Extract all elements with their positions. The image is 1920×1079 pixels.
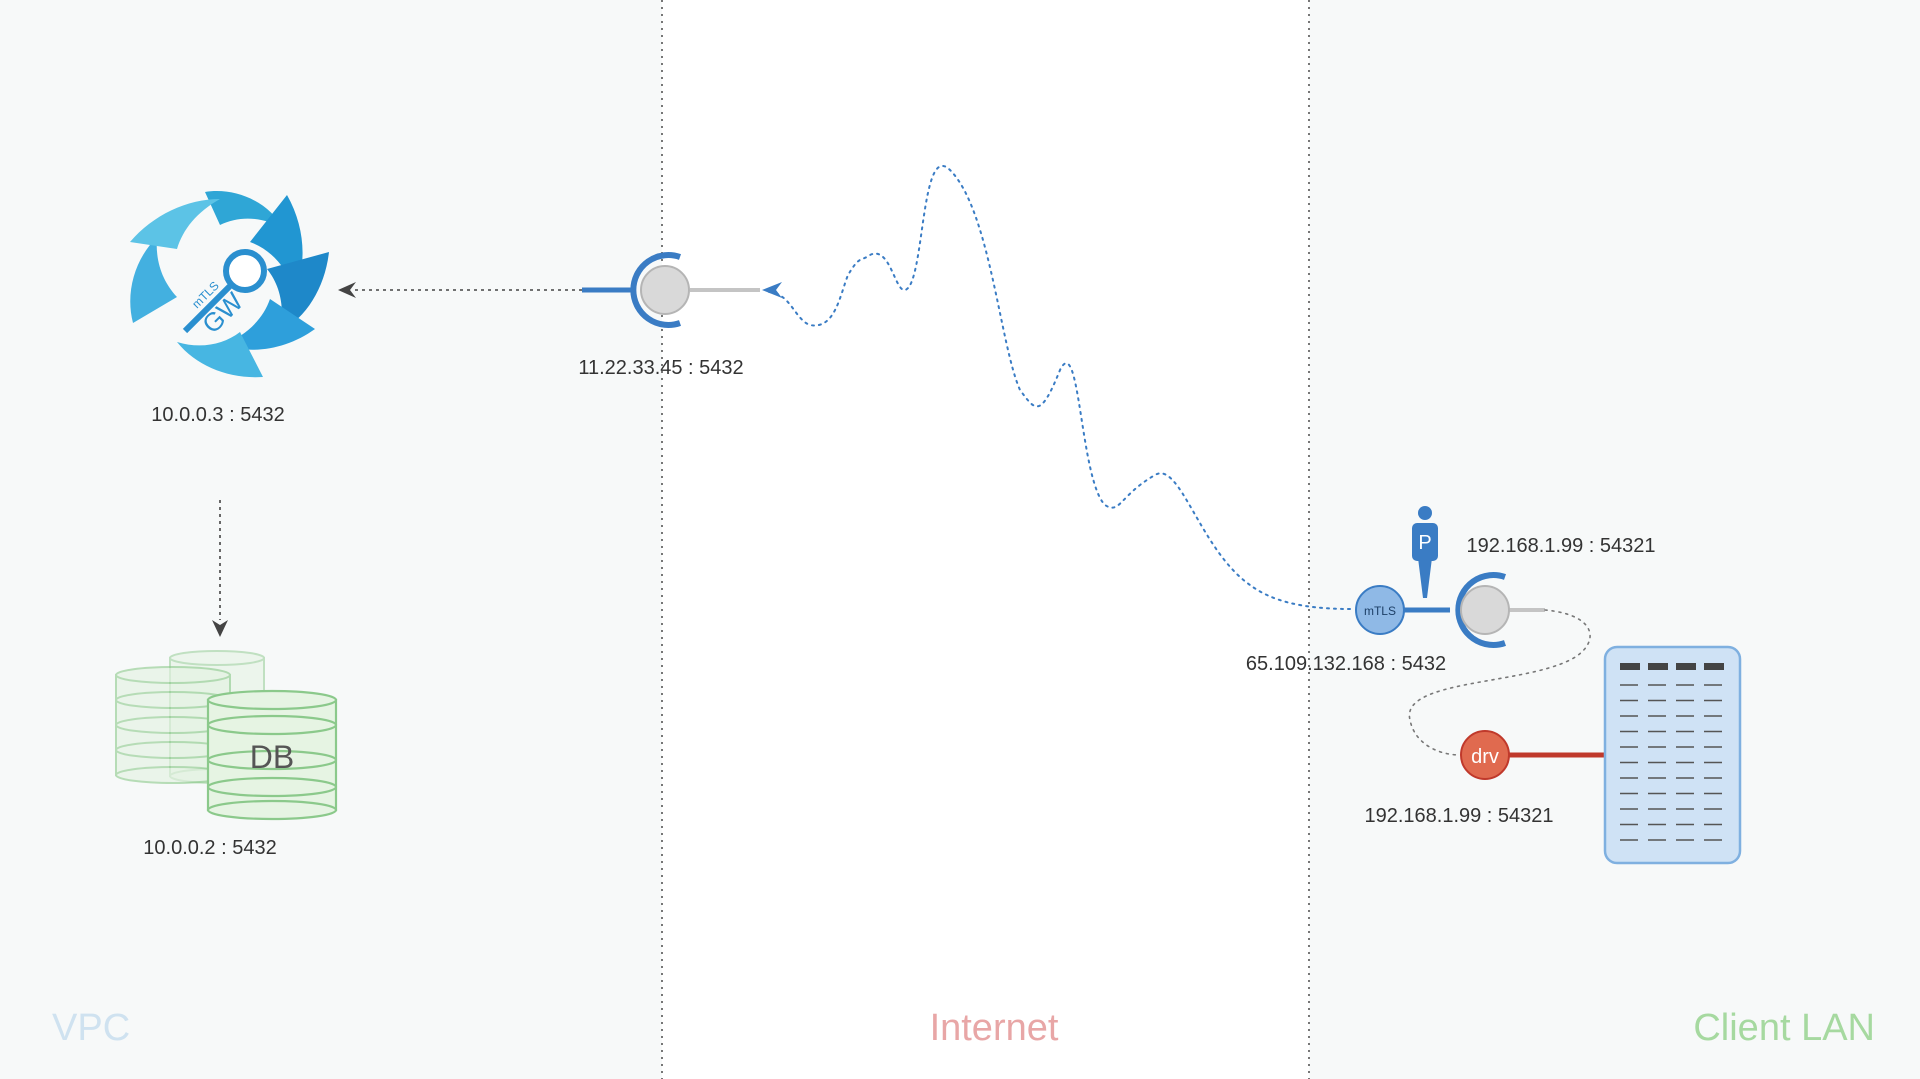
gateway-address: 10.0.0.3 : 5432 [151,404,284,426]
driver-node[interactable]: drv [1460,730,1605,780]
internet-route-line [767,165,1351,610]
driver-address: 192.168.1.99 : 54321 [1364,805,1553,827]
client-app-icon[interactable] [1603,645,1742,865]
client-proxy-node[interactable]: mTLS [1355,572,1545,648]
database-address: 10.0.0.2 : 5432 [143,837,276,859]
internet-zone [662,0,1309,1079]
mtls-badge-label: mTLS [1364,604,1396,618]
database-label: DB [250,739,294,775]
proxy-local-address: 192.168.1.99 : 54321 [1466,535,1655,557]
client-app-header [1620,663,1724,670]
internet-zone-label: Internet [930,1007,1059,1049]
driver-badge-label: drv [1471,746,1499,768]
gateway-swirl-icon [130,191,329,378]
gateway-arrow-icon [338,282,356,298]
vpc-zone [0,0,662,1079]
gateway-key-icon [182,249,267,334]
internet-arrow-icon [762,282,782,298]
proxy-to-driver-line [1408,609,1591,756]
proxy-socket-icon [1455,572,1506,648]
person-badge-label: P [1418,532,1431,554]
vpc-zone-label: VPC [52,1007,130,1049]
endpoint-socket-icon [630,252,681,328]
db-arrow-icon [212,620,228,637]
gateway-logo[interactable]: mTLS GW [130,191,329,378]
proxy-plug-icon [1460,585,1510,635]
person-icon: P [1412,506,1438,598]
client-lan-zone [1309,0,1920,1079]
client-lan-zone-label: Client LAN [1693,1007,1875,1049]
database-icon[interactable]: DB [115,650,338,821]
mtls-badge [1355,585,1405,635]
proxy-public-address: 65.109.132.168 : 5432 [1246,653,1446,675]
client-app-rows [1620,684,1722,841]
driver-badge [1460,730,1510,780]
endpoint-plug-icon [640,265,690,315]
db-cylinder-front [206,689,338,821]
public-endpoint-node[interactable] [582,252,760,328]
public-endpoint-address: 11.22.33.45 : 5432 [578,357,743,379]
